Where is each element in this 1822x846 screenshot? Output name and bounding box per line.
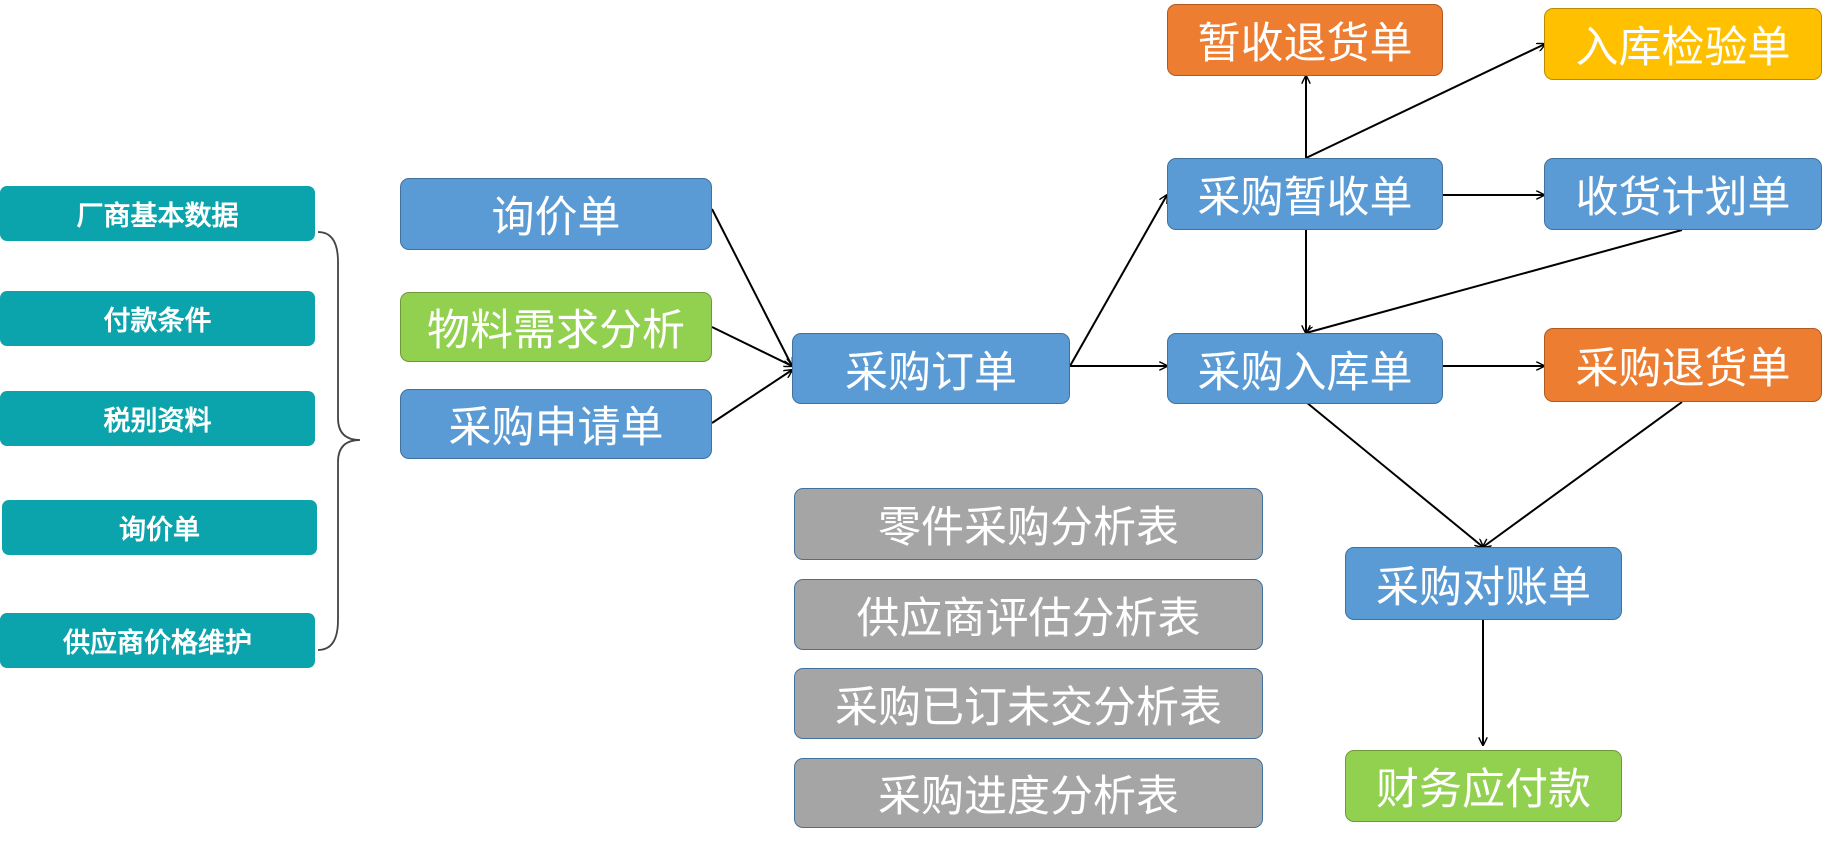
left-panel-item-vendor-master: 厂商基本数据 xyxy=(0,186,315,241)
node-stock-in: 采购入库单 xyxy=(1167,333,1443,404)
report-supplier-evaluation: 供应商评估分析表 xyxy=(794,579,1263,650)
left-panel-item-payment-terms: 付款条件 xyxy=(0,291,315,346)
arrow-temp-receipt-to-inspection xyxy=(1305,44,1545,159)
left-panel-brace xyxy=(317,231,361,651)
node-purchase-return: 采购退货单 xyxy=(1544,328,1822,402)
report-ordered-undelivered: 采购已订未交分析表 xyxy=(794,668,1263,739)
left-panel-item-supplier-price: 供应商价格维护 xyxy=(0,613,315,668)
node-receipt-plan: 收货计划单 xyxy=(1544,158,1822,230)
node-inspection: 入库检验单 xyxy=(1544,8,1822,80)
node-reconciliation: 采购对账单 xyxy=(1345,547,1622,620)
arrow-po-to-temp-receipt xyxy=(1069,195,1167,367)
node-purchase-order: 采购订单 xyxy=(792,333,1070,404)
node-purchase-requisition: 采购申请单 xyxy=(400,389,712,459)
node-inquiry: 询价单 xyxy=(400,178,712,250)
node-accounts-payable: 财务应付款 xyxy=(1345,750,1622,822)
arrow-material-to-po xyxy=(711,326,792,366)
node-temp-return: 暂收退货单 xyxy=(1167,4,1443,76)
node-material-analysis: 物料需求分析 xyxy=(400,292,712,362)
left-panel-item-tax-category: 税别资料 xyxy=(0,391,315,446)
arrow-purchase-return-to-reconciliation xyxy=(1483,401,1683,547)
left-panel-item-inquiry: 询价单 xyxy=(2,500,317,555)
node-temp-receipt: 采购暂收单 xyxy=(1167,158,1443,230)
report-purchase-progress: 采购进度分析表 xyxy=(794,758,1263,828)
arrow-receipt-plan-to-stock-in xyxy=(1306,229,1683,333)
report-parts-purchase: 零件采购分析表 xyxy=(794,488,1263,560)
arrow-requisition-to-po xyxy=(711,370,792,424)
arrow-stock-in-to-reconciliation xyxy=(1305,401,1483,547)
arrow-inquiry-to-po xyxy=(711,208,792,366)
